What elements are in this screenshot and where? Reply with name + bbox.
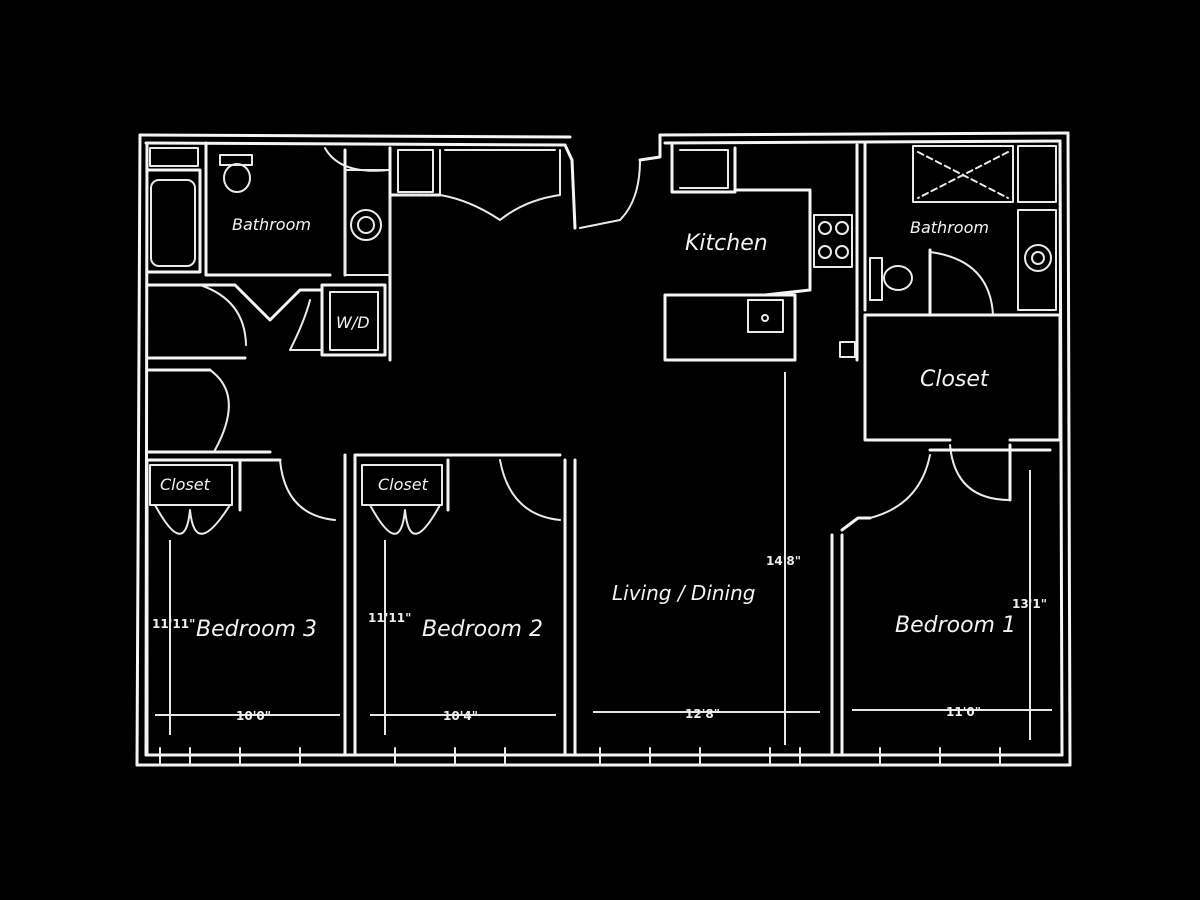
room-label-bedroom3: Bedroom 3 (196, 617, 317, 642)
dim-bed2-depth: 11'11" (368, 611, 411, 625)
bedroom3 (145, 453, 357, 757)
dim-bed1-depth: 13'1" (1012, 597, 1047, 611)
dimension-lines (155, 372, 1052, 745)
room-label-bedroom1: Bedroom 1 (895, 613, 1016, 638)
dim-living-width: 12'8" (685, 707, 720, 721)
wd-area (145, 283, 387, 462)
entry-door (563, 133, 662, 230)
room-label-bedroom2: Bedroom 2 (422, 617, 543, 642)
right-bathroom (863, 141, 1062, 317)
room-label-closet-bed3: Closet (160, 475, 211, 494)
room-label-bathroom-left: Bathroom (232, 215, 311, 234)
hall-closets (388, 146, 561, 221)
room-label-closet-right: Closet (920, 367, 990, 392)
outer-walls (135, 131, 1072, 767)
bedroom1 (830, 448, 1052, 757)
dim-bed3-width: 10'0" (236, 709, 271, 723)
room-label-living-dining: Living / Dining (612, 581, 755, 605)
dim-bed2-width: 10'4" (443, 709, 478, 723)
kitchen (663, 141, 859, 362)
dim-bed1-width: 11'0" (946, 705, 981, 719)
dim-living-depth: 14'8" (766, 554, 801, 568)
room-label-wd: W/D (336, 313, 370, 332)
windows (159, 747, 1001, 766)
room-label-closet-bed2: Closet (378, 475, 429, 494)
dim-bed3-depth: 11'11" (152, 617, 195, 631)
left-bathroom (145, 141, 392, 362)
room-label-kitchen: Kitchen (685, 231, 768, 256)
room-label-bathroom-right: Bathroom (910, 218, 989, 237)
right-closet (863, 313, 1062, 502)
bedroom2 (353, 453, 577, 757)
